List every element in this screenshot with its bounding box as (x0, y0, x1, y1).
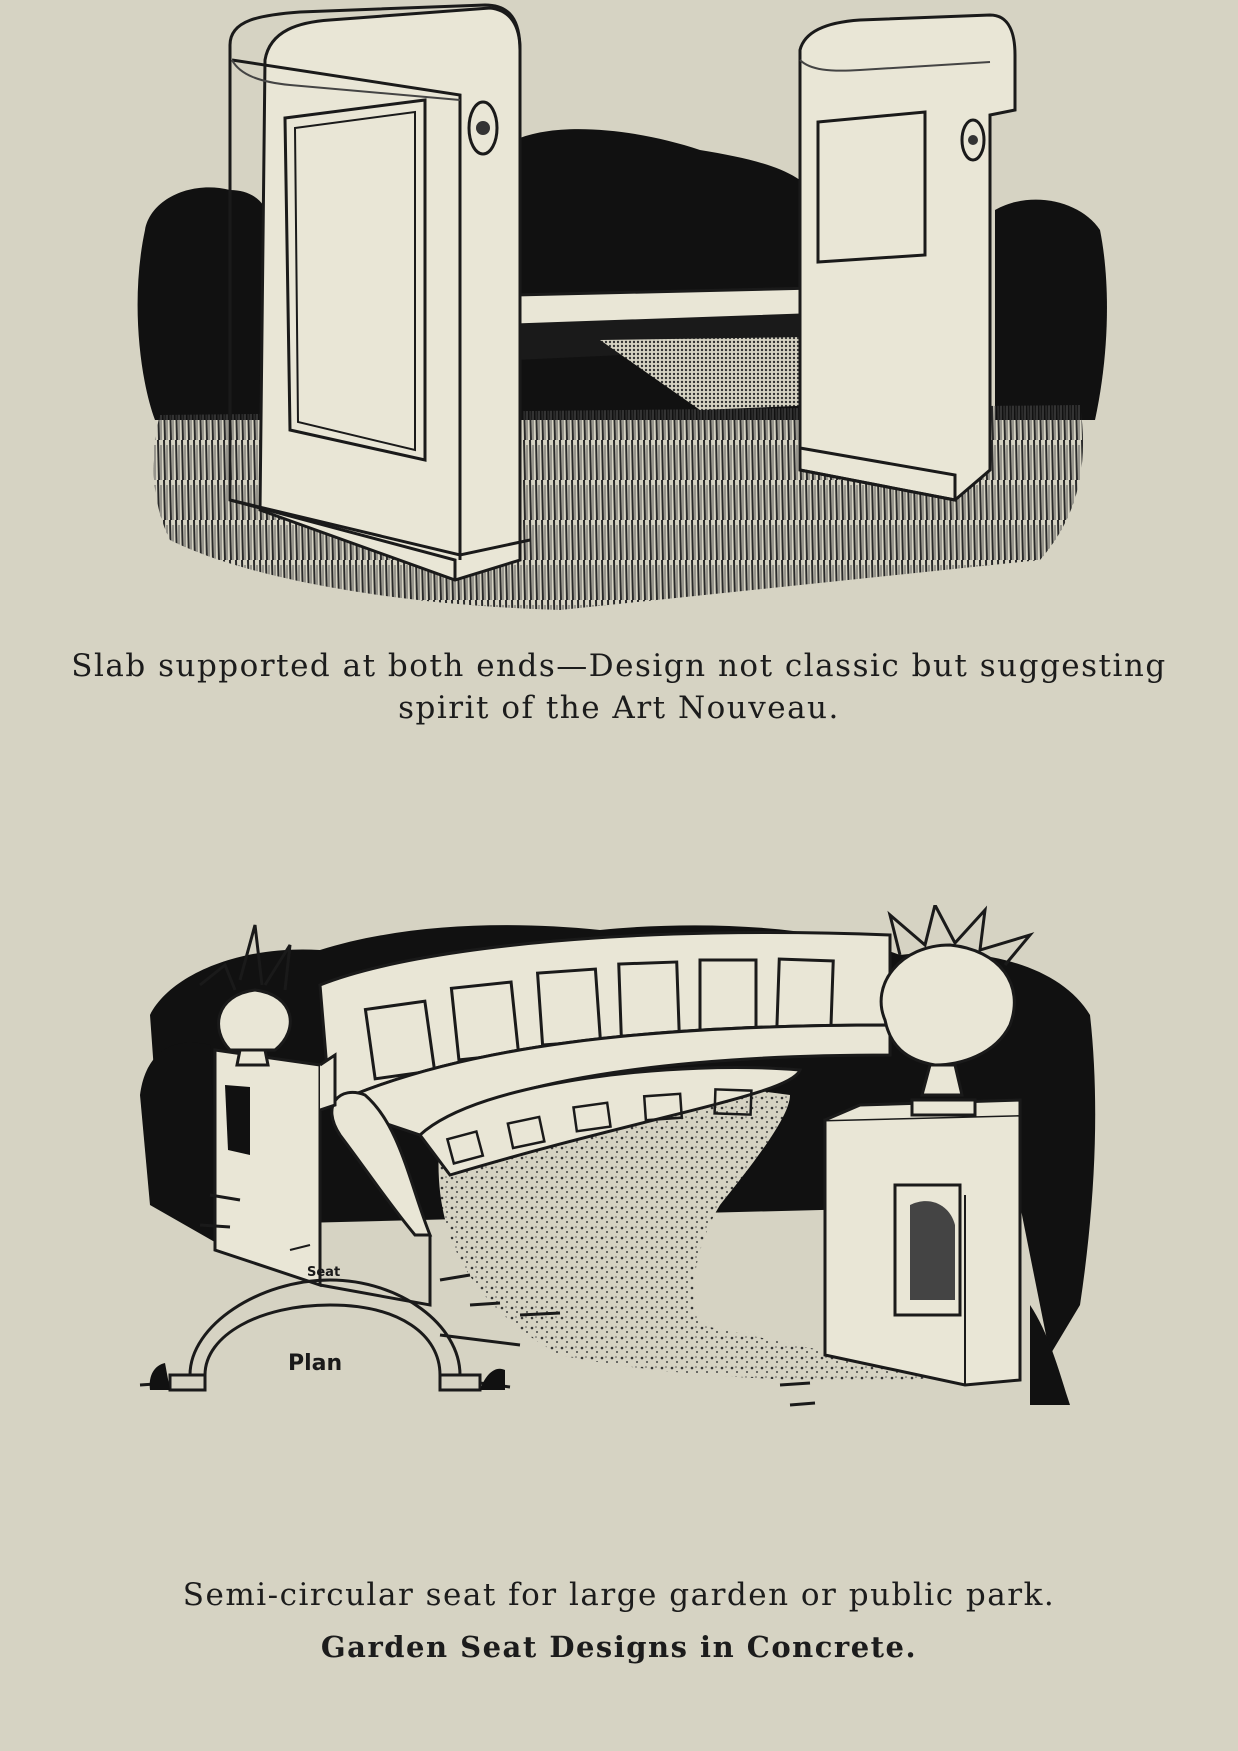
plan-seat-label: Seat (307, 1265, 340, 1280)
slab-bench-illustration (0, 0, 1238, 630)
figure-1-caption-line-2: spirit of the Art Nouveau. (398, 690, 840, 726)
plate-title: Garden Seat Designs in Concrete. (320, 1630, 918, 1664)
figure-1-caption: Slab supported at both ends—Design not c… (60, 645, 1178, 729)
figure-1-caption-line-1: Slab supported at both ends—Design not c… (71, 648, 1167, 684)
figure-2-caption: Semi-circular seat for large garden or p… (182, 1577, 1056, 1613)
plan-label: Plan (288, 1351, 342, 1376)
semicircular-seat-illustration: Seat Plan (0, 905, 1238, 1555)
